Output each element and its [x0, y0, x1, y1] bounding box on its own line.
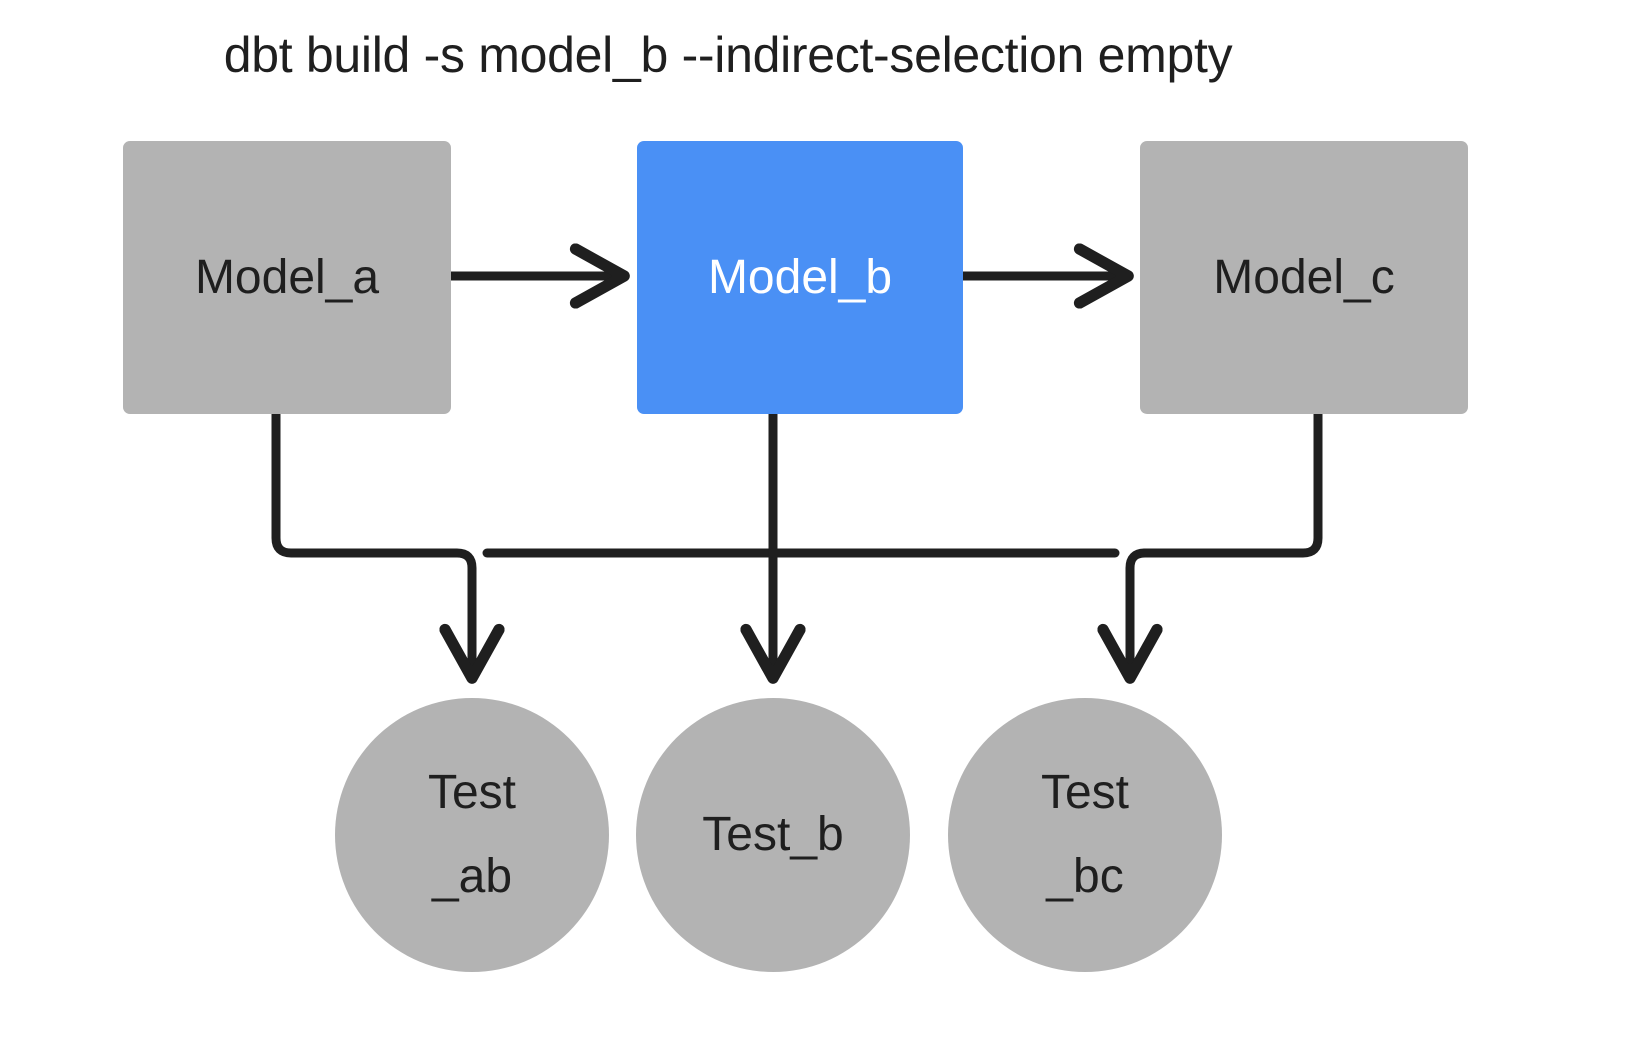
diagram-title: dbt build -s model_b --indirect-selectio…: [223, 27, 1233, 83]
node-test-bc[interactable]: Test _bc: [948, 698, 1222, 972]
node-test-ab-label-line2: _ab: [431, 850, 513, 903]
node-test-ab-label-line1: Test: [427, 766, 517, 819]
node-test-b[interactable]: Test_b: [636, 698, 910, 972]
node-test-bc-label-line2: _bc: [1046, 850, 1124, 903]
node-model-b-label: Model_b: [707, 250, 893, 304]
node-model-b[interactable]: Model_b: [637, 141, 963, 414]
edge-model-c-to-test-bc: [1130, 409, 1323, 676]
node-test-b-label-line1: Test_b: [702, 808, 844, 861]
edge-model-a-to-test-ab: [271, 409, 472, 676]
node-model-a-label: Model_a: [194, 250, 380, 304]
node-model-a[interactable]: Model_a: [123, 141, 451, 414]
node-test-bc-label-line1: Test: [1040, 766, 1130, 819]
node-model-c[interactable]: Model_c: [1140, 141, 1468, 414]
node-model-c-label: Model_c: [1213, 250, 1395, 304]
node-test-ab[interactable]: Test _ab: [335, 698, 609, 972]
